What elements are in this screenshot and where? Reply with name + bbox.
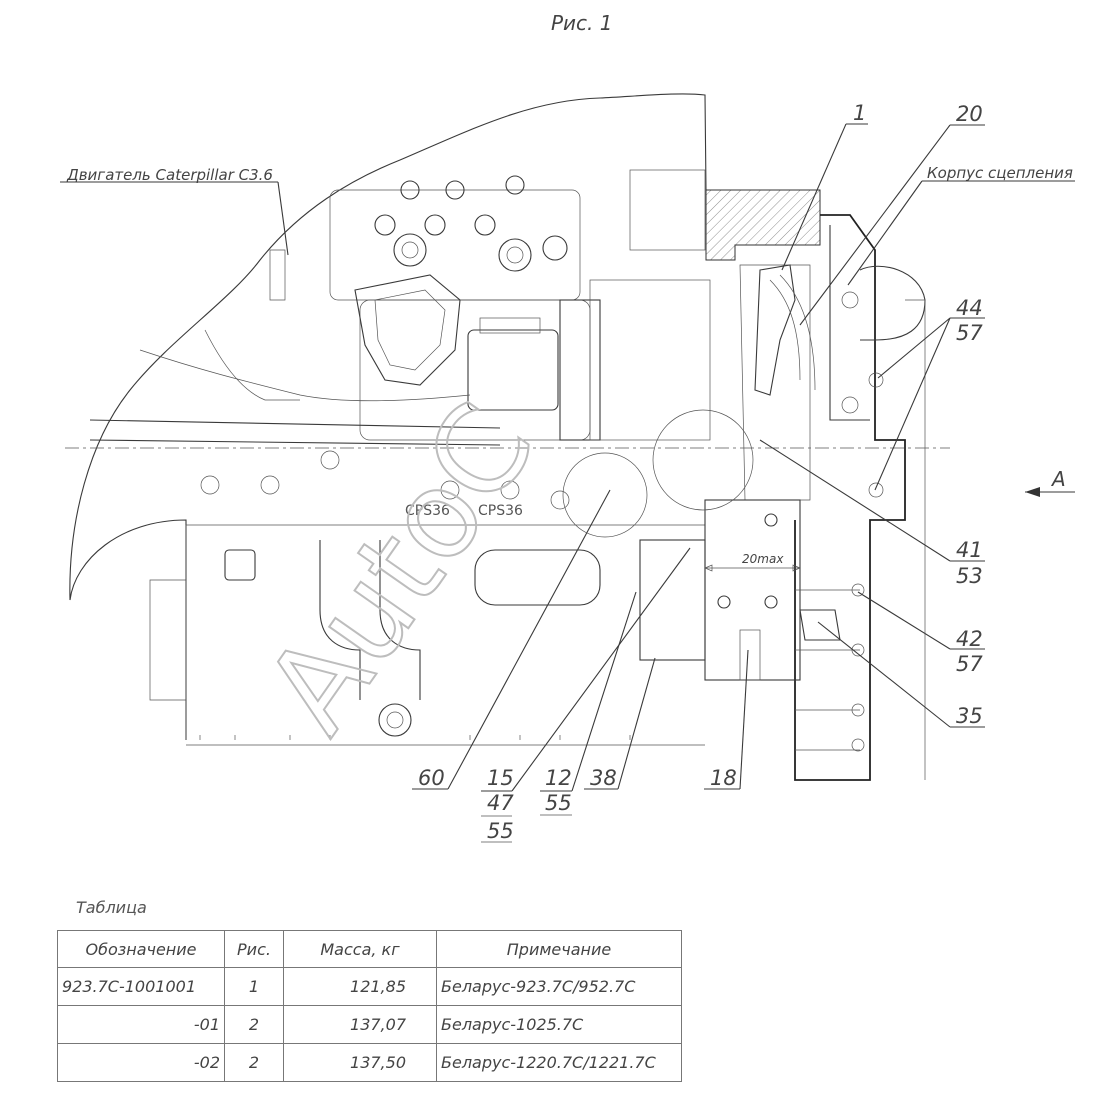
table-row: 923.7С-1001001 1 121,85 Беларус-923.7С/9… <box>57 967 682 1006</box>
engine-block-details <box>89 169 711 740</box>
cell-designation: -02 <box>57 1043 225 1082</box>
cell-note: Беларус-1025.7С <box>436 1005 682 1044</box>
watermark: AutoC <box>239 379 563 758</box>
callout-38: 38 <box>590 766 617 790</box>
clutch-housing-section <box>639 189 926 781</box>
callout-53: 53 <box>956 564 983 588</box>
callout-20: 20 <box>956 102 983 126</box>
engine-outline <box>69 93 707 740</box>
cell-fig: 1 <box>224 967 284 1006</box>
callout-41: 41 <box>956 538 983 562</box>
callout-57-top: 57 <box>956 321 983 345</box>
cell-designation: 923.7С-1001001 <box>57 967 225 1006</box>
header-note: Примечание <box>436 930 682 968</box>
flywheel-housing-left <box>149 579 187 701</box>
callout-15: 15 <box>487 766 514 790</box>
cell-fig: 2 <box>224 1005 284 1044</box>
cell-designation: -01 <box>57 1005 225 1044</box>
header-designation: Обозначение <box>57 930 225 968</box>
engraving-1: CPS36 <box>405 503 450 519</box>
callout-55-a: 55 <box>545 791 572 815</box>
callout-1: 1 <box>853 101 866 125</box>
callout-57-bottom: 57 <box>956 652 983 676</box>
watermark-circle <box>562 452 648 538</box>
spec-table: Обозначение Рис. Масса, кг Примечание 92… <box>57 930 682 1082</box>
table-header-row: Обозначение Рис. Масса, кг Примечание <box>57 930 682 968</box>
engine-label: Двигатель Caterpillar C3.6 <box>66 166 273 184</box>
view-label: A <box>1050 467 1066 491</box>
cell-note: Беларус-923.7С/952.7С <box>436 967 682 1006</box>
housing-label: Корпус сцепления <box>927 164 1073 182</box>
cell-mass: 137,50 <box>283 1043 437 1082</box>
callout-18: 18 <box>710 766 737 790</box>
callout-47: 47 <box>487 791 514 815</box>
cell-fig: 2 <box>224 1043 284 1082</box>
callout-12: 12 <box>545 766 572 790</box>
table-row: -02 2 137,50 Беларус-1220.7С/1221.7С <box>57 1043 682 1082</box>
header-mass: Масса, кг <box>283 930 437 968</box>
header-fig: Рис. <box>224 930 284 968</box>
cell-mass: 137,07 <box>283 1005 437 1044</box>
cell-mass: 121,85 <box>283 967 437 1006</box>
engraving-2: CPS36 <box>478 503 523 519</box>
callout-35: 35 <box>956 704 983 728</box>
figure-title: Рис. 1 <box>551 11 613 35</box>
callout-55-b: 55 <box>487 819 514 843</box>
callout-44: 44 <box>956 296 983 320</box>
callout-42: 42 <box>956 627 983 651</box>
table-title: Таблица <box>76 898 147 917</box>
dimension-20max: 20max <box>704 552 801 572</box>
cell-note: Беларус-1220.7С/1221.7С <box>436 1043 682 1082</box>
svg-text:AutoC: AutoC <box>240 380 562 757</box>
table-row: -01 2 137,07 Беларус-1025.7С <box>57 1005 682 1044</box>
view-arrow-a: A <box>1025 467 1075 497</box>
callout-60: 60 <box>418 766 445 790</box>
dimension-text: 20max <box>742 552 784 566</box>
